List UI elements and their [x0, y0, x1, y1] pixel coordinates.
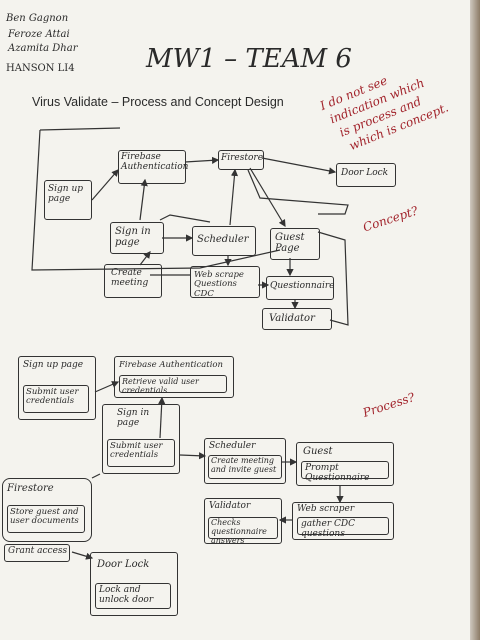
process-firebase-action: Retrieve valid user credentials: [122, 377, 199, 395]
process-door-lock-name: Door Lock: [97, 559, 150, 570]
process-firebase-action-box: Retrieve valid user credentials: [119, 375, 227, 395]
process-scheduler-action-box: Create meeting and invite guest: [208, 455, 282, 479]
concept-scheduler-box: Scheduler: [192, 226, 256, 256]
concept-sign-up-label: Sign up page: [48, 184, 84, 204]
concept-web-scrape-box: Web scrape Questions CDC: [190, 266, 260, 298]
process-firestore-action-box: Store guest and user documents: [7, 505, 85, 533]
concept-guest-page-box: Guest Page: [270, 228, 320, 260]
process-firebase-box: Firebase Authentication Retrieve valid u…: [114, 356, 234, 398]
page-title: MW1 – TEAM 6: [146, 44, 352, 74]
process-scheduler-box: Scheduler Create meeting and invite gues…: [204, 438, 286, 484]
process-sign-up-name: Sign up page: [23, 360, 84, 370]
process-guest-action: Prompt Questionnaire: [305, 463, 370, 483]
concept-validator-box: Validator: [262, 308, 332, 330]
concept-validator-label: Validator: [269, 313, 315, 324]
concept-web-scrape-label: Web scrape Questions CDC: [194, 270, 244, 299]
process-sign-in-name: Sign in page: [117, 408, 150, 428]
process-guest-name: Guest: [303, 446, 333, 457]
concept-create-meeting-label: Create meeting: [111, 268, 149, 288]
concept-sign-in-box: Sign in page: [110, 222, 164, 254]
process-grant-access-label: Grant access: [8, 546, 68, 556]
concept-scheduler-label: Scheduler: [197, 234, 249, 245]
process-firestore-box: Firestore Store guest and user documents: [2, 478, 92, 542]
process-sign-up-box: Sign up page Submit user credentials: [18, 356, 96, 420]
process-guest-box: Guest Prompt Questionnaire: [296, 442, 394, 486]
process-sign-in-action-box: Submit user credentials: [107, 439, 175, 467]
process-guest-action-box: Prompt Questionnaire: [301, 461, 389, 483]
process-validator-name: Validator: [209, 501, 251, 511]
process-scheduler-name: Scheduler: [209, 441, 256, 451]
concept-sign-up-box: Sign up page: [44, 180, 92, 220]
process-web-scraper-box: Web scraper gather CDC questions: [292, 502, 394, 540]
process-sign-in-action: Submit user credentials: [110, 441, 163, 461]
process-firestore-action: Store guest and user documents: [10, 507, 79, 527]
concept-firestore-label: Firestore: [221, 153, 264, 163]
concept-questionnaire-box: Questionnaire: [266, 276, 335, 300]
process-scheduler-action: Create meeting and invite guest: [211, 456, 277, 474]
process-web-scraper-name: Web scraper: [297, 504, 355, 514]
process-door-lock-action-box: Lock and unlock door: [95, 583, 171, 609]
author-4: HANSON LI4: [6, 63, 75, 74]
process-firestore-name: Firestore: [7, 483, 54, 494]
concept-firestore-box: Firestore: [218, 150, 264, 170]
process-sign-in-box: Sign in page Submit user credentials: [102, 404, 180, 474]
concept-door-lock-box: Door Lock: [336, 163, 396, 187]
author-3: Azamita Dhar: [8, 43, 78, 54]
concept-door-lock-label: Door Lock: [341, 168, 389, 178]
concept-questionnaire-label: Questionnaire: [270, 281, 335, 291]
paper-edge: [470, 0, 480, 640]
process-web-scraper-action: gather CDC questions: [301, 519, 356, 539]
process-validator-action-box: Checks questionnaire answers: [208, 517, 278, 545]
process-validator-box: Validator Checks questionnaire answers: [204, 498, 282, 545]
concept-sign-in-label: Sign in page: [115, 226, 151, 248]
process-validator-action: Checks questionnaire answers: [211, 518, 267, 545]
process-door-lock-box: Door Lock Lock and unlock door: [90, 552, 178, 616]
concept-create-meeting-box: Create meeting: [104, 264, 162, 298]
author-1: Ben Gagnon: [6, 13, 69, 24]
process-web-scraper-action-box: gather CDC questions: [297, 517, 389, 539]
concept-guest-page-label: Guest Page: [275, 232, 305, 254]
concept-firebase-auth-box: Firebase Authentication: [118, 150, 189, 184]
concept-firebase-auth-label: Firebase Authentication: [121, 152, 189, 172]
author-2: Feroze Attai: [8, 29, 70, 40]
process-door-lock-action: Lock and unlock door: [99, 585, 154, 605]
process-sign-up-action: Submit user credentials: [26, 387, 79, 407]
process-grant-access-box: Grant access: [4, 544, 70, 562]
page-subtitle: Virus Validate – Process and Concept Des…: [32, 95, 284, 109]
process-firebase-name: Firebase Authentication: [119, 360, 224, 370]
paper-sheet: [0, 0, 470, 640]
process-sign-up-action-box: Submit user credentials: [23, 385, 89, 413]
